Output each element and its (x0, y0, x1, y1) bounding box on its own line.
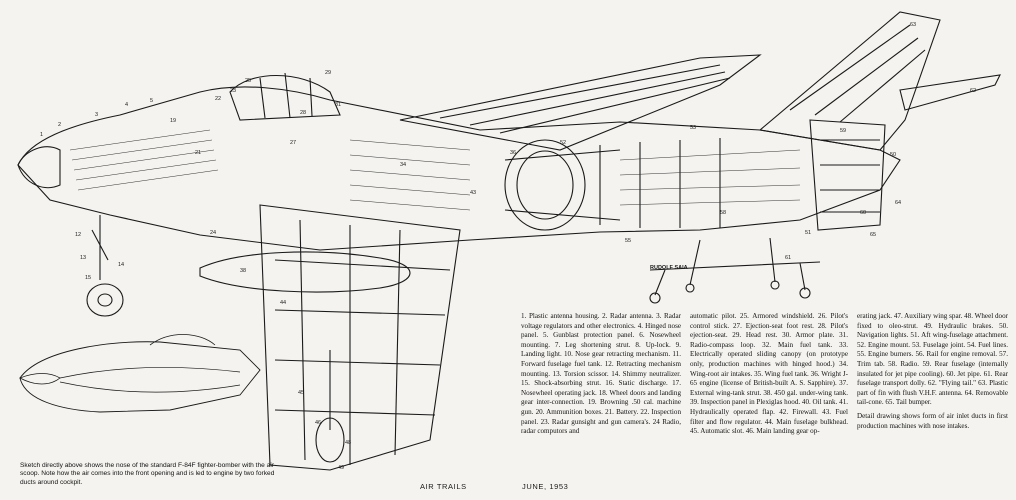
callout-label: 19 (170, 118, 177, 124)
callout-label: 29 (325, 70, 332, 76)
callout-label: 64 (895, 200, 902, 206)
drop-tank (199, 251, 411, 293)
sketch-caption: Sketch directly above shows the nose of … (20, 462, 275, 486)
callout-label: 44 (280, 300, 287, 306)
nose-gear-wheel (86, 283, 124, 317)
callout-label: 21 (195, 150, 202, 156)
callout-label: 31 (335, 102, 342, 108)
main-gear-wheel (315, 417, 345, 463)
issue-date: JUNE, 1953 (522, 482, 569, 491)
magazine-name: AIR TRAILS (420, 482, 467, 491)
legend-column-3: erating jack. 47. Auxiliary wing spar. 4… (857, 312, 1008, 435)
callout-label: 59 (840, 128, 847, 134)
callout-label: 34 (400, 162, 407, 168)
callout-label: 12 (75, 232, 82, 238)
callout-label: 48 (345, 440, 352, 446)
callout-label: 45 (298, 390, 305, 396)
callout-label: 4 (125, 102, 129, 108)
callout-label: 15 (85, 275, 92, 281)
callout-label: 52 (560, 140, 567, 146)
callout-label: 23 (230, 88, 237, 94)
legend-text: 1. Plastic antenna housing. 2. Radar ant… (521, 312, 681, 436)
callout-label: 61 (785, 255, 792, 261)
callout-label: 49 (338, 465, 345, 471)
artist-signature: RUDOLF SAIA (650, 265, 688, 271)
tail-fin (758, 11, 941, 151)
callout-label: 43 (470, 190, 477, 196)
callout-label: 46 (315, 420, 322, 426)
callout-label: 27 (290, 140, 297, 146)
engine (504, 139, 586, 231)
callout-label: 25 (245, 78, 252, 84)
rear-fuselage (809, 119, 886, 231)
fuselage-outline (17, 86, 901, 251)
wing-upper (399, 54, 762, 151)
legend-note: Detail drawing shows form of air inlet d… (857, 411, 1008, 430)
legend-text: automatic pilot. 25. Armored windshield.… (690, 312, 849, 436)
callout-label: 63 (910, 22, 917, 28)
callout-label: 3 (95, 112, 99, 118)
callout-label: 62 (970, 88, 977, 94)
legend-column-2: automatic pilot. 25. Armored windshield.… (690, 312, 848, 441)
callout-label: 55 (625, 238, 632, 244)
transport-dolly (649, 237, 821, 296)
callout-label: 53 (690, 125, 697, 131)
cockpit-canopy (229, 75, 341, 121)
callout-label: 58 (720, 210, 727, 216)
inset-sketch-nose (19, 341, 261, 413)
callout-label: 51 (805, 230, 812, 236)
callout-label: 2 (58, 122, 62, 128)
wing-lower (259, 204, 461, 471)
callout-label: 50 (890, 152, 897, 158)
horizontal-tail (899, 74, 1001, 111)
callout-label: 36 (510, 150, 517, 156)
callout-label: 28 (300, 110, 307, 116)
callout-label: 1 (40, 132, 44, 138)
callout-label: 13 (80, 255, 87, 261)
callout-label: 24 (210, 230, 217, 236)
callout-label: 22 (215, 96, 222, 102)
callout-label: 14 (118, 262, 125, 268)
callout-label: 5 (150, 98, 154, 104)
callout-label: 60 (860, 210, 867, 216)
nose-radome (17, 146, 61, 189)
callout-label: 38 (240, 268, 247, 274)
callout-label: 65 (870, 232, 877, 238)
legend-column-1: 1. Plastic antenna housing. 2. Radar ant… (521, 312, 681, 441)
legend-text: erating jack. 47. Auxiliary wing spar. 4… (857, 312, 1008, 407)
